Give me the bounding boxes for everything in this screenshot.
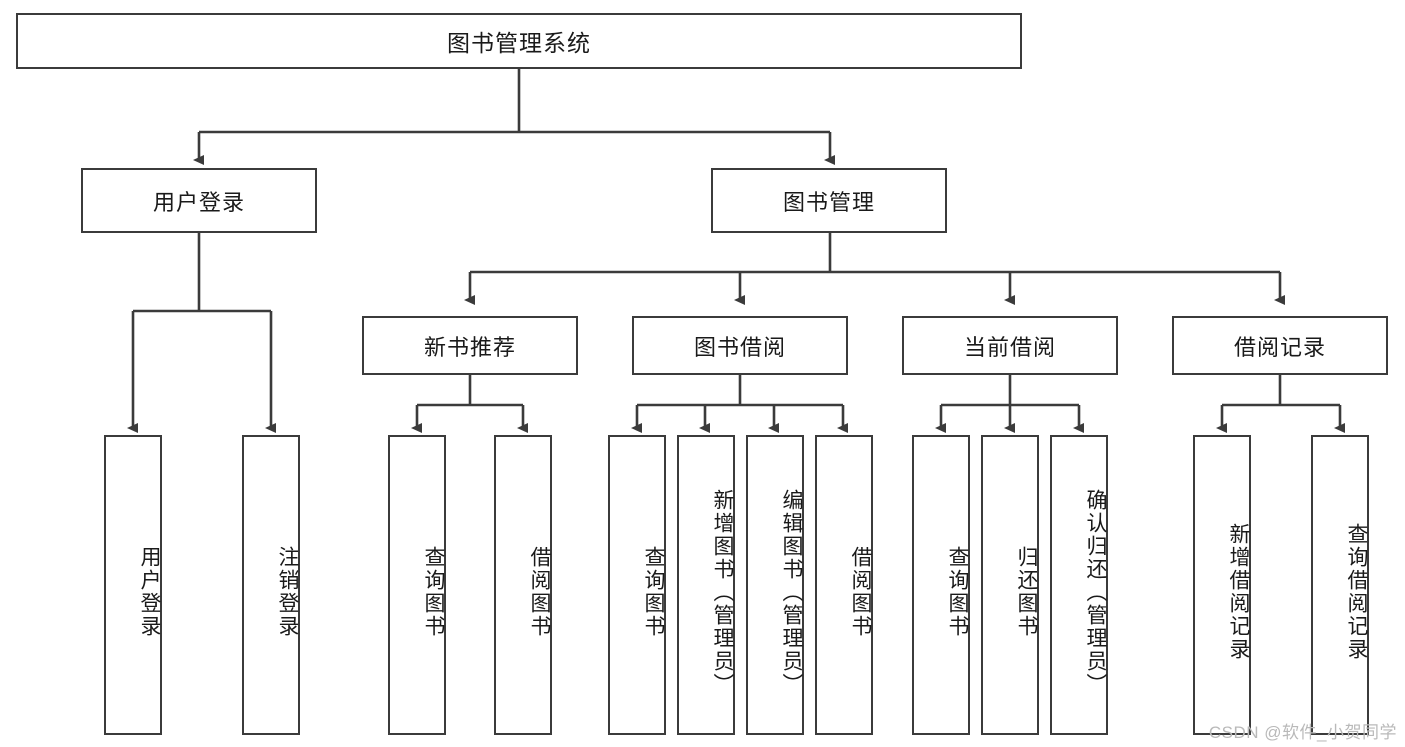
leaf-add-book-admin[interactable]: 新增图书（管理员） <box>677 435 735 735</box>
leaf-query-borrow-record[interactable]: 查询借阅记录 <box>1311 435 1369 735</box>
node-label: 注销登录 <box>276 546 299 638</box>
leaf-query-book-recommend[interactable]: 查询图书 <box>388 435 446 735</box>
node-book-borrow[interactable]: 图书借阅 <box>632 316 848 375</box>
leaf-add-borrow-record[interactable]: 新增借阅记录 <box>1193 435 1251 735</box>
node-root-book-management-system[interactable]: 图书管理系统 <box>16 13 1022 69</box>
node-label: 归还图书 <box>1015 546 1038 638</box>
node-user-login[interactable]: 用户登录 <box>81 168 317 233</box>
node-label: 查询图书 <box>422 546 445 638</box>
node-label: 查询借阅记录 <box>1345 523 1368 661</box>
leaf-query-book-borrow[interactable]: 查询图书 <box>608 435 666 735</box>
leaf-edit-book-admin[interactable]: 编辑图书（管理员） <box>746 435 804 735</box>
node-label: 借阅图书 <box>528 546 551 638</box>
node-label: 确认归还（管理员） <box>1084 488 1107 696</box>
node-label: 查询图书 <box>642 546 665 638</box>
leaf-confirm-return-admin[interactable]: 确认归还（管理员） <box>1050 435 1108 735</box>
node-label: 查询图书 <box>946 546 969 638</box>
leaf-user-login[interactable]: 用户登录 <box>104 435 162 735</box>
node-label: 图书借阅 <box>693 334 786 360</box>
node-label: 编辑图书（管理员） <box>780 488 803 696</box>
node-label: 图书管理 <box>782 189 875 215</box>
leaf-borrow-book[interactable]: 借阅图书 <box>815 435 873 735</box>
leaf-query-book-current[interactable]: 查询图书 <box>912 435 970 735</box>
node-label: 新书推荐 <box>423 334 516 360</box>
node-label: 用户登录 <box>138 546 161 638</box>
node-current-borrow[interactable]: 当前借阅 <box>902 316 1118 375</box>
node-borrow-records[interactable]: 借阅记录 <box>1172 316 1388 375</box>
node-label: 借阅记录 <box>1233 334 1326 360</box>
node-label: 用户登录 <box>152 189 245 215</box>
node-label: 当前借阅 <box>963 334 1056 360</box>
node-label: 借阅图书 <box>849 546 872 638</box>
csdn-watermark: CSDN @软件_小贺同学 <box>1208 723 1397 742</box>
node-new-book-recommend[interactable]: 新书推荐 <box>362 316 578 375</box>
node-book-management[interactable]: 图书管理 <box>711 168 947 233</box>
node-label: 新增图书（管理员） <box>711 488 734 696</box>
leaf-return-book[interactable]: 归还图书 <box>981 435 1039 735</box>
node-label: 新增借阅记录 <box>1227 523 1250 661</box>
leaf-logout-login[interactable]: 注销登录 <box>242 435 300 735</box>
node-label: 图书管理系统 <box>447 30 591 56</box>
leaf-borrow-book-recommend[interactable]: 借阅图书 <box>494 435 552 735</box>
